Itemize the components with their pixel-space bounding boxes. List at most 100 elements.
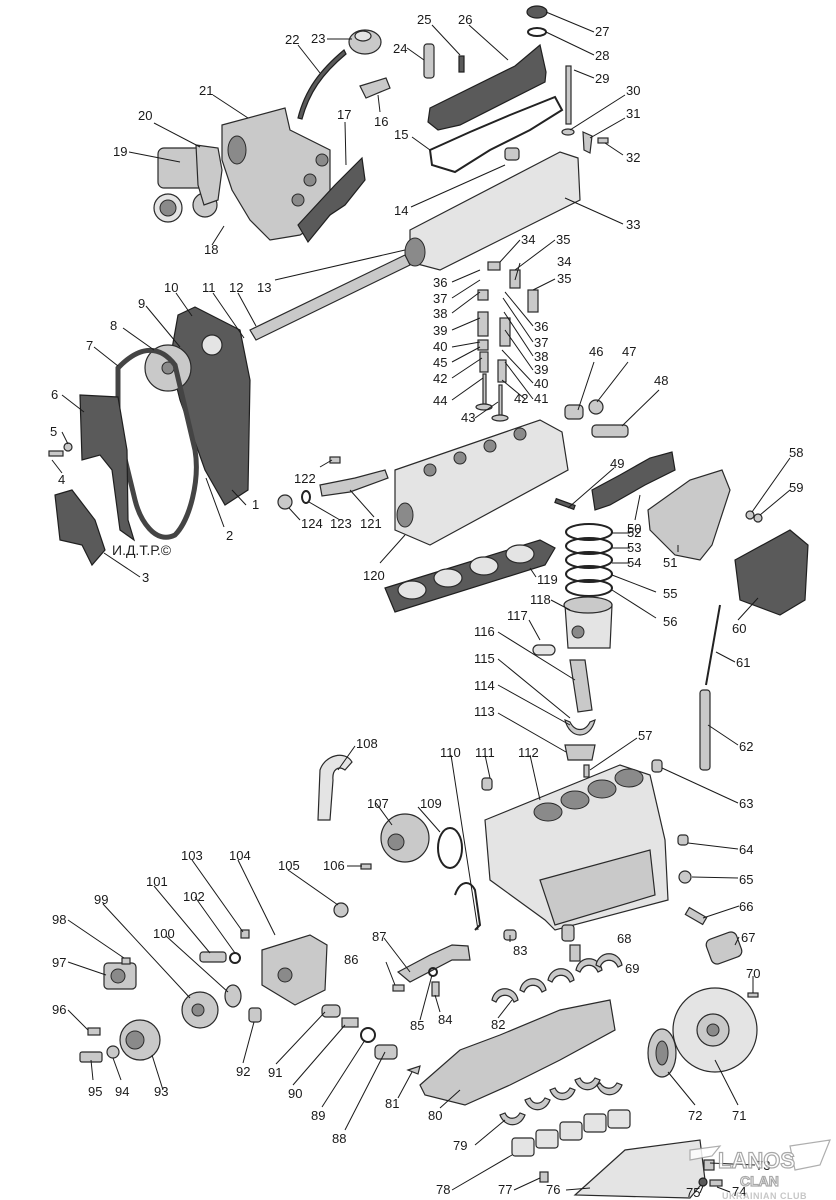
- callout-36b: 36: [534, 319, 548, 334]
- heat-shield: [734, 529, 809, 616]
- callout-39a: 39: [433, 323, 447, 338]
- upper-main-bearings: [491, 953, 623, 1003]
- intake-manifold: [221, 107, 331, 241]
- exhaust-gasket: [591, 451, 676, 511]
- callout-109: 109: [420, 796, 442, 811]
- callout-91: 91: [268, 1065, 282, 1080]
- part-73: [703, 1159, 715, 1171]
- dipstick: [705, 604, 721, 686]
- callout-34b: 34: [557, 254, 571, 269]
- callout-90: 90: [288, 1086, 302, 1101]
- callout-47: 47: [622, 344, 636, 359]
- callout-56: 56: [663, 614, 677, 629]
- callout-76: 76: [546, 1182, 560, 1197]
- oil-pan: [573, 1139, 706, 1199]
- relief-valve: [321, 1004, 341, 1018]
- head-gasket: [384, 539, 556, 613]
- callout-124: 124: [301, 516, 323, 531]
- callout-93: 93: [154, 1084, 168, 1099]
- callout-98: 98: [52, 912, 66, 927]
- callout-31: 31: [626, 106, 640, 121]
- part-92: [248, 1007, 262, 1023]
- drain-plug: [709, 1179, 723, 1187]
- relief-plug: [374, 1044, 398, 1060]
- pulley-washer: [106, 1045, 120, 1059]
- callout-58: 58: [789, 445, 803, 460]
- cap-seal: [527, 27, 547, 37]
- valve-cover: [427, 43, 547, 131]
- callout-52: 52: [627, 525, 641, 540]
- callout-53: 53: [627, 540, 641, 555]
- callout-65: 65: [739, 872, 753, 887]
- cylinder-block: [484, 764, 669, 931]
- callout-4: 4: [58, 472, 65, 487]
- callout-106: 106: [323, 858, 345, 873]
- pump-o-ring: [437, 827, 463, 869]
- plug-65: [678, 870, 692, 884]
- callout-55: 55: [663, 586, 677, 601]
- callout-59: 59: [789, 480, 803, 495]
- oil-filter: [705, 931, 743, 965]
- pipe-bolt: [329, 456, 341, 464]
- cylinder-head: [394, 419, 569, 546]
- callout-101: 101: [146, 874, 168, 889]
- timing-belt: [115, 347, 199, 540]
- callout-115: 115: [474, 651, 495, 666]
- callout-92: 92: [236, 1064, 250, 1079]
- callout-87: 87: [372, 929, 386, 944]
- callout-75: 75: [686, 1185, 700, 1200]
- callout-37b: 37: [534, 335, 548, 350]
- callout-114: 114: [474, 678, 495, 693]
- callout-62: 62: [739, 739, 753, 754]
- cover-gasket: [428, 95, 564, 174]
- coolant-elbow: [317, 754, 353, 821]
- piston-pin: [532, 644, 556, 656]
- callout-79: 79: [453, 1138, 467, 1153]
- callout-69: 69: [625, 961, 639, 976]
- callout-73: 73: [756, 1158, 770, 1173]
- callout-17: 17: [337, 107, 351, 122]
- rod-cap: [564, 744, 596, 761]
- callout-3: 3: [142, 570, 149, 585]
- callout-30: 30: [626, 83, 640, 98]
- callout-81: 81: [385, 1096, 399, 1111]
- temp-sensor: [591, 424, 629, 438]
- coolant-pipe: [319, 469, 389, 497]
- callout-46: 46: [589, 344, 603, 359]
- callout-121: 121: [360, 516, 382, 531]
- callout-45: 45: [433, 355, 447, 370]
- callout-23: 23: [311, 31, 325, 46]
- callout-40a: 40: [433, 339, 447, 354]
- callout-27: 27: [595, 24, 609, 39]
- callout-44: 44: [433, 393, 447, 408]
- pipe-seal: [301, 490, 311, 504]
- callout-38b: 38: [534, 349, 548, 364]
- callout-97: 97: [52, 955, 66, 970]
- callout-66: 66: [739, 899, 753, 914]
- plug-105: [333, 902, 349, 918]
- camshaft: [249, 254, 411, 341]
- callout-83: 83: [513, 943, 527, 958]
- callout-34a: 34: [521, 232, 535, 247]
- callout-42a: 42: [433, 371, 447, 386]
- cover-bolt: [458, 55, 465, 73]
- callout-68: 68: [617, 931, 631, 946]
- small-bracket: [582, 131, 593, 154]
- leader-lines: [51, 11, 791, 1194]
- cover-bolt-5: [63, 442, 73, 452]
- callout-28: 28: [595, 48, 609, 63]
- callout-20: 20: [138, 108, 152, 123]
- callout-40b: 40: [534, 376, 548, 391]
- rod-bearing: [564, 719, 596, 736]
- callout-100: 100: [153, 926, 175, 941]
- callout-117: 117: [507, 608, 528, 623]
- bolt-98: [121, 957, 131, 965]
- callout-95: 95: [88, 1084, 102, 1099]
- callout-64: 64: [739, 842, 753, 857]
- bracket: [423, 43, 435, 79]
- part-69: [569, 944, 581, 962]
- callout-57: 57: [638, 728, 652, 743]
- callout-12: 12: [229, 280, 243, 295]
- callout-labels: 1 2 3 4 5 6 7 8 9 10 11 12 13 14 15 16 1…: [50, 12, 803, 1200]
